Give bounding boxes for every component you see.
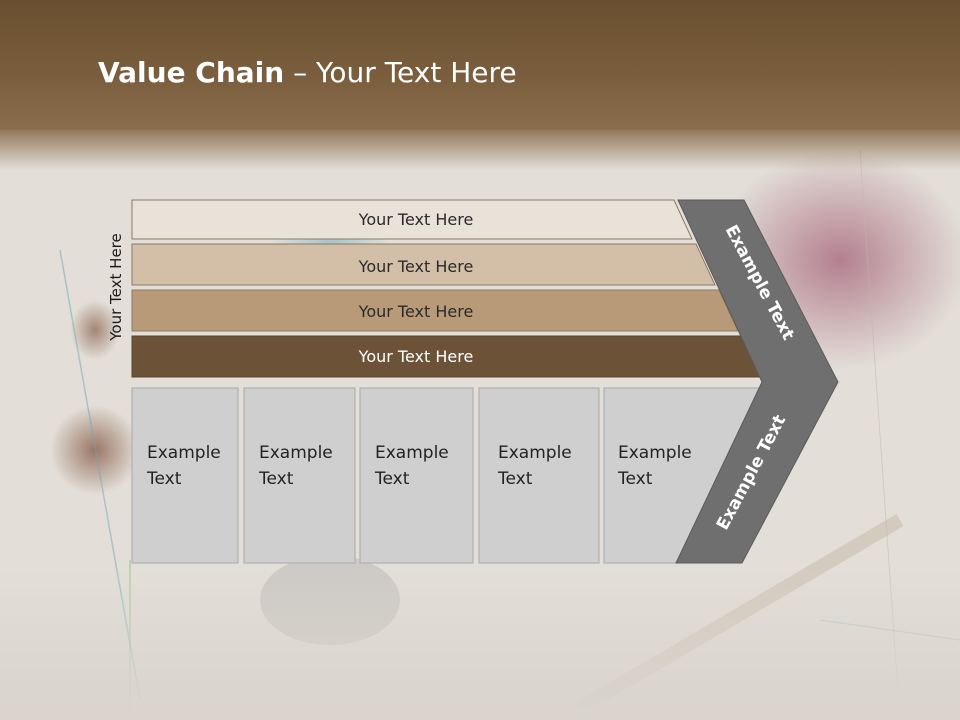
vertical-label: Your Text Here — [107, 233, 125, 341]
bar-label-2: Your Text Here — [358, 257, 474, 276]
chevron-arrow — [675, 199, 839, 564]
box-5-line1: Example — [618, 443, 692, 463]
box-3 — [359, 387, 474, 564]
bar-label-1: Your Text Here — [358, 210, 474, 229]
box-1 — [131, 387, 239, 564]
box-4-line2: Text — [498, 469, 533, 489]
header-band — [0, 0, 960, 130]
box-2-line2: Text — [259, 469, 294, 489]
box-2-line1: Example — [259, 443, 333, 463]
bar-row-3: Your Text Here — [131, 289, 739, 332]
bar-row-1: Your Text Here — [131, 199, 693, 240]
bar-label-3: Your Text Here — [358, 302, 474, 321]
box-text-4: Example Text — [498, 440, 572, 492]
bar-row-4: Your Text Here — [131, 335, 763, 378]
slide-title: Value Chain – Your Text Here — [98, 56, 517, 89]
reflection-fade — [0, 565, 960, 720]
box-text-5: Example Text — [618, 440, 692, 492]
box-3-line2: Text — [375, 469, 410, 489]
box-4-line1: Example — [498, 443, 572, 463]
bar-label-4: Your Text Here — [358, 347, 474, 366]
bar-shape-1 — [131, 199, 693, 240]
header-fade — [0, 130, 960, 170]
bar-shape-2 — [131, 243, 716, 286]
box-3-line1: Example — [375, 443, 449, 463]
title-bold: Value Chain — [98, 56, 285, 89]
box-2 — [243, 387, 356, 564]
box-text-3: Example Text — [375, 440, 449, 492]
bar-row-2: Your Text Here — [131, 243, 716, 286]
box-1-line1: Example — [147, 443, 221, 463]
box-4 — [478, 387, 600, 564]
box-5-line2: Text — [618, 469, 653, 489]
reflection — [0, 565, 960, 720]
box-text-1: Example Text — [147, 440, 221, 492]
title-rest: – Your Text Here — [284, 56, 517, 89]
box-text-2: Example Text — [259, 440, 333, 492]
box-1-line2: Text — [147, 469, 182, 489]
